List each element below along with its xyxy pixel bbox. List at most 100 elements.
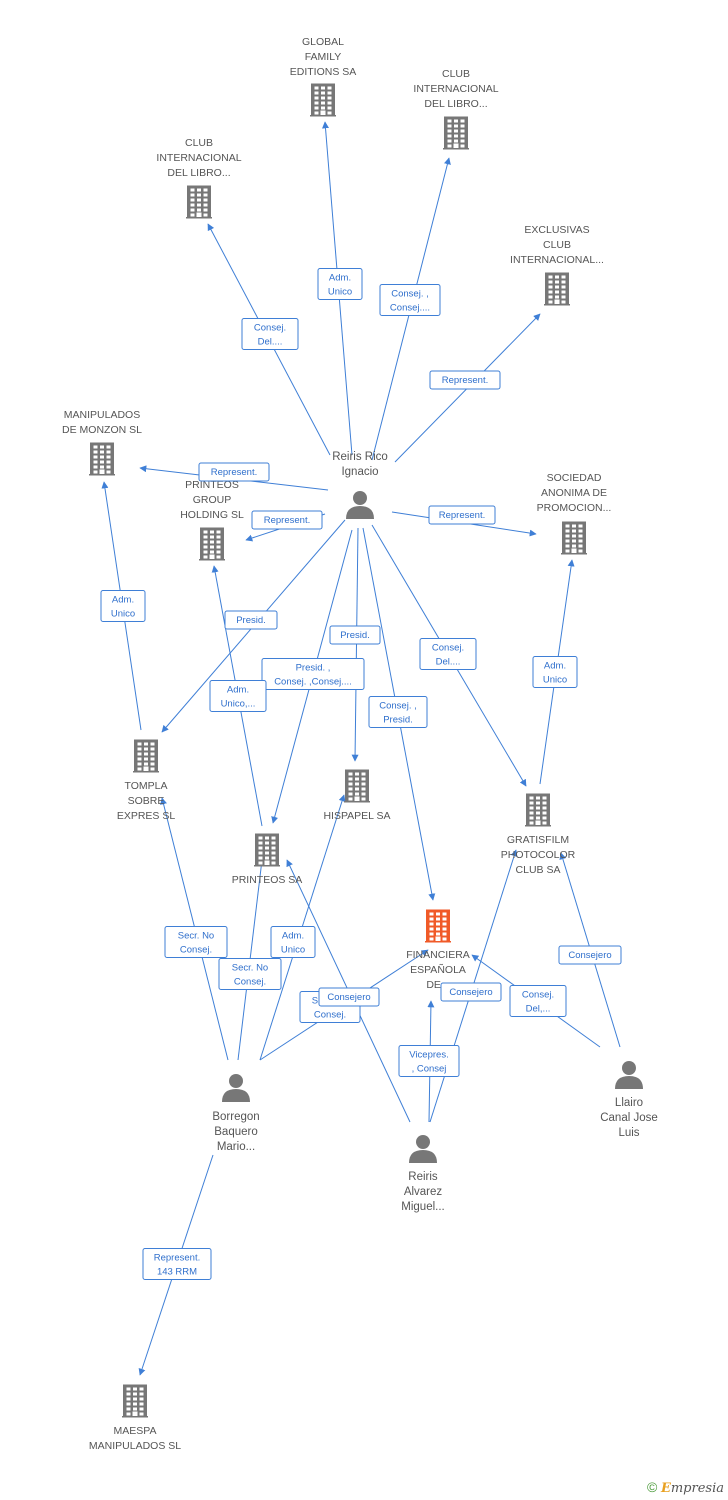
person-node-reirisalv[interactable]: ReirisAlvarezMiguel... [401, 1135, 445, 1213]
node-label: INTERNACIONAL [156, 152, 241, 164]
node-label: GRATISFILM [507, 834, 569, 846]
company-node-tompla[interactable]: TOMPLA SOBRE EXPRES SL [117, 739, 176, 823]
company-node-printeos[interactable]: PRINTEOS SA [232, 833, 303, 887]
edge-label-reiris-to-printeos[interactable]: Presid. ,Consej. ,Consej.... [261, 658, 365, 690]
edge-label-reirisalv-to-printeos[interactable]: Consejero [318, 987, 380, 1007]
company-node-club2[interactable]: CLUB INTERNACIONAL DEL LIBRO... [413, 68, 499, 150]
edge-label-text: Presid. [236, 615, 266, 626]
node-label: Mario... [217, 1141, 255, 1153]
edge-label-text: Secr. No [232, 963, 268, 974]
node-label: Reiris Rico [332, 451, 388, 463]
node-label: DEL LIBRO... [424, 98, 487, 110]
building-icon [133, 739, 159, 773]
edge-label-text: Consej. , [379, 701, 417, 712]
footer-brand: © Empresia [647, 1479, 724, 1496]
edge-label-text: Presid. [340, 630, 370, 641]
edge-label-text: Vicepres. [409, 1050, 448, 1061]
building-icon [254, 833, 280, 867]
node-label: TOMPLA [125, 780, 168, 792]
node-label: PHOTOCOLOR [501, 849, 576, 861]
edge-label-text: Unico [281, 945, 305, 956]
company-node-financiera[interactable]: FINANCIERAESPAÑOLADE... [406, 909, 470, 992]
edge-label-reiris-to-club1[interactable]: Consej. Del.... [241, 318, 299, 350]
edge-label-text: Del.... [258, 337, 283, 348]
node-label: SOBRE [128, 795, 165, 807]
company-node-exclusivas[interactable]: EXCLUSIVASCLUBINTERNACIONAL... [510, 224, 604, 306]
node-label: ESPAÑOLA [410, 963, 466, 976]
building-icon [89, 442, 115, 476]
edge-label-reiris-to-club2[interactable]: Consej. ,Consej.... [379, 284, 441, 316]
node-label: PRINTEOS SA [232, 874, 303, 886]
node-label: GROUP [193, 494, 232, 506]
node-label: INTERNACIONAL... [510, 254, 604, 266]
edge-label-text: Represent. [211, 467, 257, 478]
edge-label-printeos-to-printeosgroup[interactable]: Adm.Unico,... [209, 680, 267, 712]
node-label: CLUB [442, 68, 470, 80]
node-label: DEL LIBRO... [167, 167, 230, 179]
edge-label-tompla-to-manipulados[interactable]: Adm.Unico [100, 590, 146, 622]
node-label: EXPRES SL [117, 810, 176, 822]
edge-label-llairo-to-gratisfilm[interactable]: Consejero [558, 945, 622, 965]
node-label: MANIPULADOS SL [89, 1440, 181, 1452]
edge-label-text: Consej. [522, 990, 554, 1001]
edge-label-text: Presid. , [296, 663, 331, 674]
person-icon [346, 491, 374, 519]
edge-label-borregon-to-maespa[interactable]: Represent.143 RRM [142, 1248, 212, 1280]
node-label: INTERNACIONAL [413, 83, 498, 95]
edge-label-text: Represent. [264, 515, 310, 526]
node-label: CLUB SA [516, 864, 561, 876]
company-node-hispapel[interactable]: HISPAPEL SA [323, 769, 391, 823]
node-label: PRINTEOS [185, 479, 239, 491]
edge-label-reiris-to-printeosgroup[interactable]: Represent. [251, 510, 323, 530]
edge-label-text: Unico [328, 287, 352, 298]
building-icon [199, 527, 225, 561]
edge-label-gratisfilm-to-sociedad[interactable]: Adm.Unico [532, 656, 578, 688]
edge-label-text: Consej. [180, 945, 212, 956]
edge-label-reiris-to-global[interactable]: Adm. Unico [317, 268, 363, 300]
edge-label-text: Consejero [327, 992, 370, 1003]
edge-label-reiris-to-tompla[interactable]: Presid. [224, 610, 278, 630]
edge-label-text: Adm. [544, 661, 566, 672]
person-node-borregon[interactable]: BorregonBaqueroMario... [212, 1074, 260, 1153]
node-label: Llairo [615, 1097, 643, 1109]
edge-label-borregon-to-tompla[interactable]: Secr. No Consej. [164, 926, 228, 958]
edge-label-text: Adm. [329, 273, 351, 284]
edge-label-llairo-to-financiera[interactable]: Consej.Del,... [509, 985, 567, 1017]
edge-label-reiris-to-financiera[interactable]: Consej. , Presid. [368, 696, 428, 728]
node-label: HISPAPEL SA [323, 810, 390, 822]
company-node-gratisfilm[interactable]: GRATISFILM PHOTOCOLOR CLUB SA [501, 793, 576, 877]
edge-label-reirisalv-to-financiera[interactable]: Vicepres., Consej [398, 1045, 460, 1077]
edge-label-reiris-to-gratisfilm[interactable]: Consej.Del.... [419, 638, 477, 670]
building-icon [544, 272, 570, 306]
edge-label-text: Adm. [112, 595, 134, 606]
edge-label-text: Secr. No [178, 931, 214, 942]
node-label: DE MONZON SL [62, 424, 142, 436]
edge-label-reiris-to-exclusivas[interactable]: Represent. [429, 370, 501, 390]
edge-label-text: Presid. [383, 715, 413, 726]
node-label: FINANCIERA [406, 949, 470, 961]
edge-label-reiris-to-hispapel[interactable]: Presid. [329, 625, 381, 645]
edge-label-text: Consej. [254, 323, 286, 334]
edge-label-reirisalv-to-gratisfilm[interactable]: Consejero [440, 982, 502, 1002]
edge-label-borregon-to-hispapel[interactable]: Adm.Unico [270, 926, 316, 958]
copyright-symbol: © [646, 1479, 658, 1495]
brand-logo: Empresia [661, 1481, 724, 1496]
node-label: Luis [618, 1127, 639, 1139]
edge-label-reiris-to-sociedad[interactable]: Represent. [428, 505, 496, 525]
node-label: GLOBAL [302, 36, 344, 48]
edge-label-text: Del.... [436, 657, 461, 668]
building-icon [443, 116, 469, 150]
edge-label-text: Consej. , [391, 289, 429, 300]
edge-label-reiris-to-manipulados[interactable]: Represent. [198, 462, 270, 482]
brand-initial: E [660, 1481, 671, 1496]
